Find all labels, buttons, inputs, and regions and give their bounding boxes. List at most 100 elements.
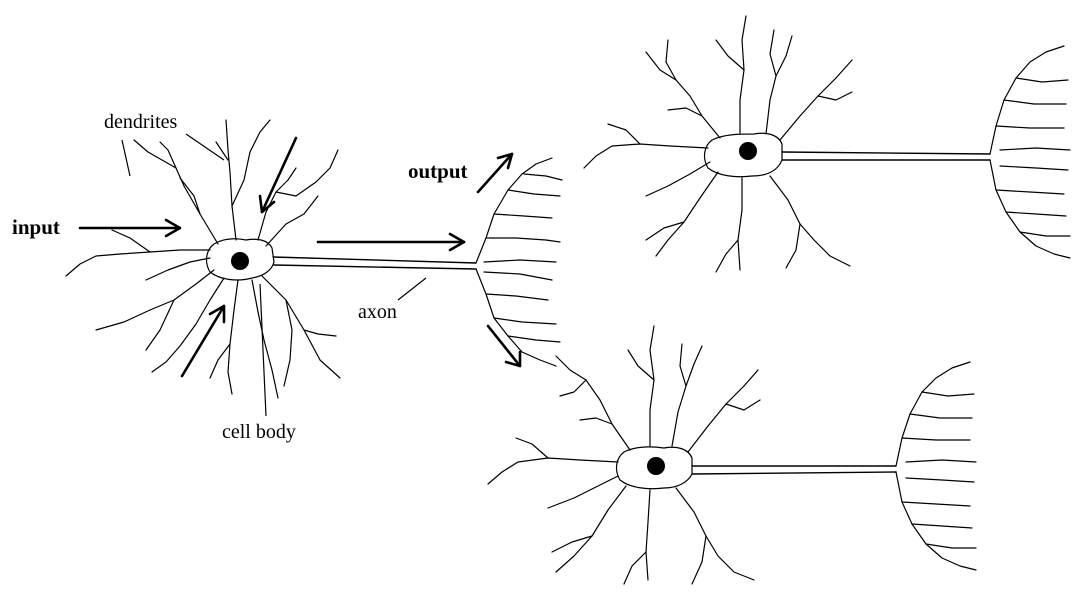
- neuron-1-dendrite: [146, 300, 174, 350]
- neuron-3-axon: [692, 472, 896, 474]
- neuron-1-dendrite: [216, 142, 228, 160]
- neuron-1-dendrite: [262, 276, 340, 378]
- neuron-3-dendrite: [646, 490, 650, 580]
- neuron-2-dendrite: [818, 92, 852, 100]
- neuron-3-axon-terminal: [926, 544, 976, 548]
- neuron-2-axon-terminal: [990, 46, 1064, 154]
- neuron-1-axon: [273, 257, 476, 263]
- neuron-2-axon: [782, 152, 990, 154]
- neuron-3-axon-terminal: [906, 478, 974, 482]
- neuron-3-dendrite: [516, 438, 548, 458]
- neuron-2-dendrite: [716, 40, 744, 70]
- neuron-1-dendrite: [276, 150, 338, 196]
- cell-body-label: cell body: [222, 421, 296, 443]
- neuron-1-axon-terminal: [476, 158, 552, 263]
- neuron-2-dendrite: [608, 124, 640, 144]
- input-label: input: [12, 215, 60, 239]
- neuron-2-axon-terminal: [996, 190, 1064, 194]
- neuron-2-axon-terminal: [996, 126, 1064, 128]
- dendrites-pointer-line: [186, 134, 224, 160]
- neuron-1: [66, 120, 562, 398]
- neuron-2-axon-terminal: [1006, 212, 1066, 216]
- neuron-2-dendrite: [738, 178, 742, 270]
- neuron-1-axon: [274, 265, 476, 269]
- dendrite-arrow-bottom: [182, 306, 224, 376]
- neuron-2-axon-terminal: [1004, 100, 1066, 104]
- dendrites-label: dendrites: [104, 111, 178, 133]
- neuron-3-axon-terminal: [902, 502, 970, 506]
- neuron-1-dendrite: [112, 230, 150, 252]
- neuron-1-dendrite: [284, 300, 292, 386]
- neuron-1-dendrite: [146, 258, 210, 280]
- neuron-1-axon-terminal: [524, 174, 562, 180]
- dendrites-pointer-line: [122, 140, 130, 176]
- neuron-1-axon-terminal: [484, 260, 556, 262]
- output-arrow-up: [478, 154, 512, 192]
- neuron-2-dendrite: [668, 108, 702, 116]
- neuron-2-dendrite: [780, 60, 852, 140]
- neuron-3-dendrite: [580, 418, 612, 424]
- neuron-1-dendrite: [252, 280, 278, 398]
- neuron-2-dendrite: [646, 162, 710, 196]
- neuron-2-dendrite: [656, 172, 718, 256]
- neuron-3-dendrite: [556, 356, 630, 450]
- neuron-1-axon-terminal: [508, 336, 560, 342]
- neuron-2-dendrite: [740, 16, 746, 134]
- neuron-3-dendrite: [650, 326, 654, 446]
- neuron-1-dendrite: [228, 280, 238, 394]
- neuron-1-axon-terminal: [494, 318, 556, 324]
- neuron-2-dendrite: [646, 52, 720, 138]
- neuron-1-dendrite: [226, 120, 236, 240]
- neuron-1-dendrite: [304, 330, 336, 336]
- cell-body-pointer-line: [260, 284, 266, 416]
- neuron-1-axon-terminal: [476, 269, 556, 366]
- neuron-3-axon-terminal: [906, 460, 976, 462]
- neuron-3-dendrite: [556, 486, 626, 572]
- axon-label: axon: [358, 301, 397, 323]
- neuron-3-dendrite: [548, 476, 618, 508]
- neuron-3-dendrite: [692, 536, 706, 584]
- neuron-3-dendrite: [624, 552, 646, 584]
- neuron-1-dendrite: [96, 270, 214, 330]
- neuron-2-dendrite: [770, 176, 850, 266]
- neuron-1-dendrite: [210, 344, 230, 378]
- dendrite-arrow-top: [260, 138, 296, 212]
- neuron-3-axon-terminal: [896, 362, 970, 466]
- neuron-3-axon-terminal: [910, 414, 972, 418]
- neuron-3-dendrite: [726, 400, 760, 410]
- neuron-2-dendrite: [716, 240, 738, 272]
- input-arrow: [80, 220, 180, 236]
- neuron-3-dendrite: [672, 346, 702, 446]
- neuron-3-dendrite: [488, 458, 618, 484]
- axon-pointer-line: [398, 278, 426, 300]
- neuron-1-nucleus: [231, 252, 249, 270]
- neuron-1-axon-terminal: [508, 190, 560, 196]
- neuron-2-axon-terminal: [1000, 148, 1070, 150]
- neuron-3-nucleus: [647, 457, 665, 475]
- neuron-3-axon-terminal: [922, 392, 974, 396]
- neuron-3-dendrite: [552, 536, 592, 552]
- neuron-2-axon-terminal: [1016, 78, 1068, 82]
- neuron-3: [488, 326, 976, 584]
- neuron-3-dendrite: [676, 488, 754, 580]
- neuron-3-dendrite: [680, 344, 686, 386]
- neuron-2-dendrite: [766, 36, 792, 134]
- neuron-1-dendrite: [232, 120, 270, 206]
- neuron-2: [584, 16, 1070, 272]
- output-arrow-down: [488, 326, 520, 366]
- axon-arrow: [318, 234, 464, 250]
- neuron-3-dendrite: [560, 380, 586, 396]
- neuron-2-dendrite: [584, 144, 708, 168]
- neuron-1-axon-terminal: [494, 214, 552, 218]
- neuron-3-axon-terminal: [896, 472, 976, 570]
- neuron-3-axon-terminal: [902, 438, 970, 440]
- neuron-2-axon-terminal: [990, 160, 1070, 258]
- neuron-3-dendrite: [688, 370, 758, 452]
- neuron-1-axon-terminal: [486, 238, 560, 242]
- output-label: output: [408, 159, 468, 183]
- neuron-2-dendrite: [646, 222, 684, 240]
- neuron-2-axon-terminal: [1020, 232, 1070, 236]
- neuron-3-axon-terminal: [912, 524, 972, 528]
